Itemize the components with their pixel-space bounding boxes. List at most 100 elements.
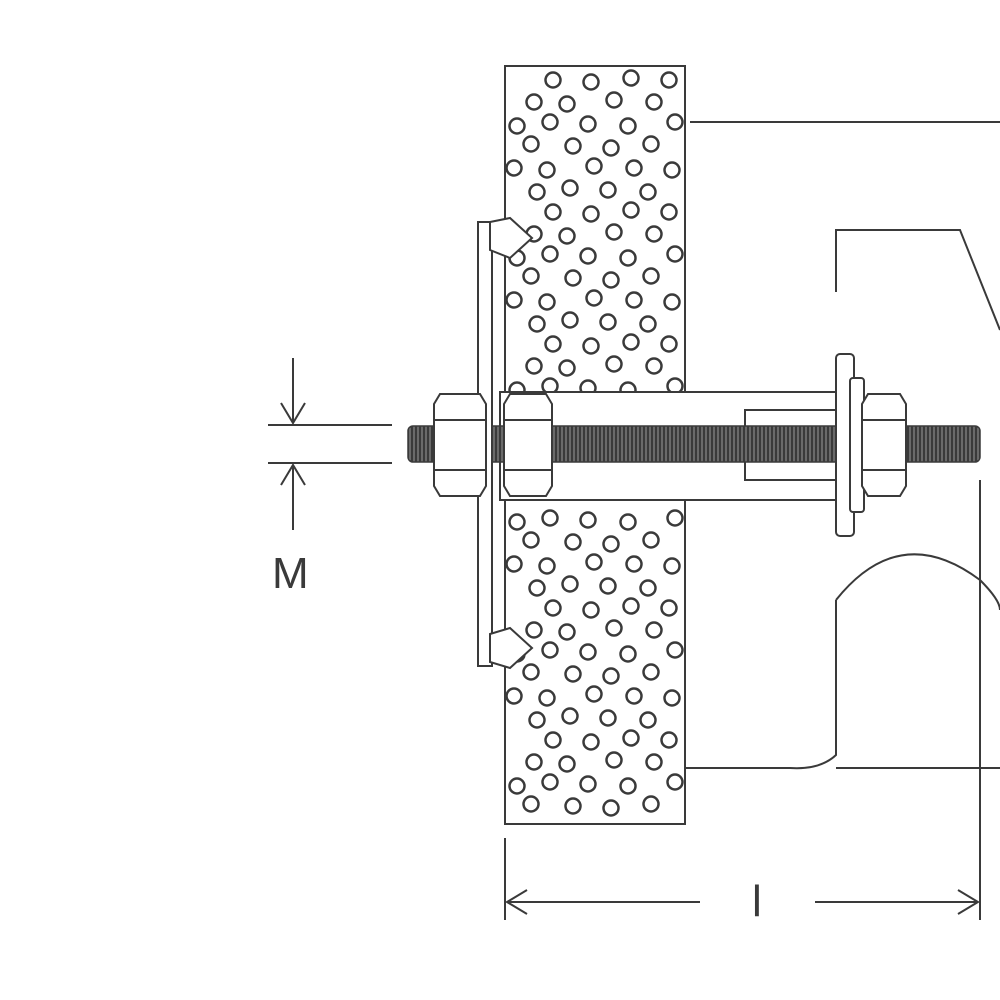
wall-dot [660,71,678,89]
wall-dot [645,621,663,639]
wall-dot [639,315,657,333]
wall-dot [561,179,579,197]
wall-dot [505,159,523,177]
wall-dot [666,113,684,131]
length-dimension [504,838,980,920]
wall-dot [639,183,657,201]
washer [835,353,865,537]
wall-dot [541,509,559,527]
wall-dot [663,161,681,179]
wall-dot [522,135,540,153]
wall-dot [579,643,597,661]
wall-dot [564,269,582,287]
wall-dot [645,93,663,111]
wall-dot [561,311,579,329]
wall-dot [660,599,678,617]
wall-dot [522,663,540,681]
wall-dot [558,359,576,377]
wall-dot [666,773,684,791]
hex-nut [433,393,487,497]
wall-dot [579,247,597,265]
wall-dot [666,641,684,659]
wall-dot [660,203,678,221]
wall-dot [622,333,640,351]
wall-dot [564,137,582,155]
wall-dot [541,245,559,263]
wall-dot [528,315,546,333]
wall-dot [663,689,681,707]
wall-dot [561,575,579,593]
wall-dot [645,357,663,375]
wall-dot [525,753,543,771]
wall-dot [625,687,643,705]
wall-dot [558,623,576,641]
wall-dot [522,795,540,813]
wall-dot [660,731,678,749]
wall-dot [622,597,640,615]
wall-dot [528,579,546,597]
wall-dot [579,115,597,133]
hex-nut [861,393,907,497]
wall-dot [508,777,526,795]
wall-dot [564,665,582,683]
wall-dot [642,663,660,681]
wall-dot [625,291,643,309]
wall-dot [538,293,556,311]
wall-dot [528,183,546,201]
wall-dot [525,357,543,375]
wall-dot [622,729,640,747]
wall-dot [558,755,576,773]
wall-dot [639,711,657,729]
wall-dot [525,93,543,111]
wall-dots [505,69,684,817]
wall-dot [619,249,637,267]
wall-dot [564,797,582,815]
wall-dot [642,531,660,549]
wall-dot [602,139,620,157]
hex-nut [503,393,553,497]
wall-dot [605,355,623,373]
wall-dot [639,579,657,597]
wall-dot [505,687,523,705]
wall-dot [544,599,562,617]
wall-dot [544,731,562,749]
wall-dot [666,509,684,527]
wall-dot [505,555,523,573]
wall-dot [528,711,546,729]
wall-dot [538,161,556,179]
wall-dot [585,157,603,175]
wall-dot [619,777,637,795]
wall-dot [544,71,562,89]
wall-dot [505,291,523,309]
wall-dot [605,223,623,241]
wall-dot [622,201,640,219]
wall-dot [663,293,681,311]
wall-dot [544,335,562,353]
wall-dot [642,135,660,153]
wall-dot [582,601,600,619]
wall-dot [602,667,620,685]
wall-dot [541,641,559,659]
wall-dot [599,313,617,331]
wall-dot [602,535,620,553]
wall-dot [625,159,643,177]
wall-dot [508,117,526,135]
wall-dot [619,513,637,531]
wall-dot [605,91,623,109]
wall-dot [541,773,559,791]
wall-dot [525,621,543,639]
wall-dot [582,733,600,751]
wall-dot [522,267,540,285]
wall-dot [619,645,637,663]
wall-dot [538,557,556,575]
wall-dot [585,553,603,571]
wall-dot [582,73,600,91]
wall-dot [522,531,540,549]
wall-dot [599,709,617,727]
wall-dot [605,619,623,637]
wall-dot [558,95,576,113]
wall-dot [508,513,526,531]
wall-dot [599,181,617,199]
wall-dot [541,113,559,131]
